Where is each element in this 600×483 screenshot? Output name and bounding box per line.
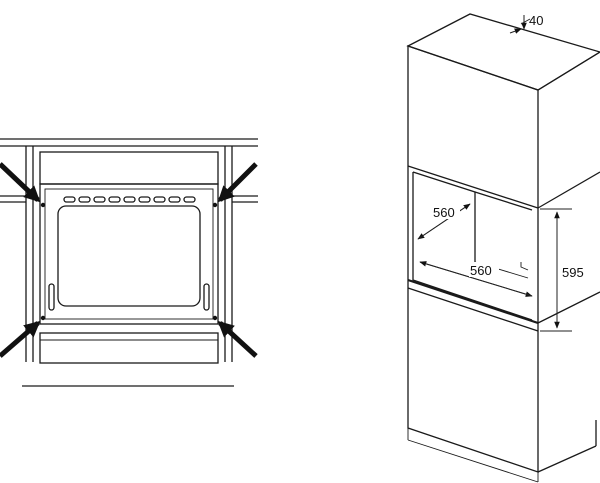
oven-window <box>57 205 201 307</box>
arrow-top-right <box>217 162 258 203</box>
dim-label-depth-560: 560 <box>433 205 455 220</box>
niche-floor-edge <box>407 278 539 325</box>
countertop <box>0 138 258 147</box>
dim-label-width-560: 560 <box>470 263 492 278</box>
arrow-bottom-left <box>0 320 41 358</box>
oven-door-border <box>44 188 214 320</box>
isometric-cabinet: 40 560 560 595 <box>406 13 600 483</box>
storage-drawer <box>39 332 219 364</box>
right-hinge <box>203 283 210 311</box>
control-panel <box>39 151 219 185</box>
screw-points <box>40 202 218 321</box>
fixing-arrows <box>0 162 258 358</box>
dim-niche-depth: 560 <box>417 203 471 240</box>
dim-niche-height: 595 <box>540 208 584 332</box>
oven-niche <box>407 171 600 332</box>
left-hinge <box>48 283 55 311</box>
upper-shelf-edge <box>407 165 539 209</box>
vent-slots <box>63 196 196 203</box>
oven-frame <box>39 183 219 325</box>
cabinet-front-face <box>407 45 539 473</box>
front-view <box>0 138 258 387</box>
arrow-top-left <box>0 162 41 203</box>
arrow-bottom-right <box>217 320 258 358</box>
dim-label-40: 40 <box>529 13 543 28</box>
dim-niche-width: 560 <box>419 261 533 297</box>
dim-top-clearance: 40 <box>509 13 543 34</box>
dim-label-height-595: 595 <box>562 265 584 280</box>
